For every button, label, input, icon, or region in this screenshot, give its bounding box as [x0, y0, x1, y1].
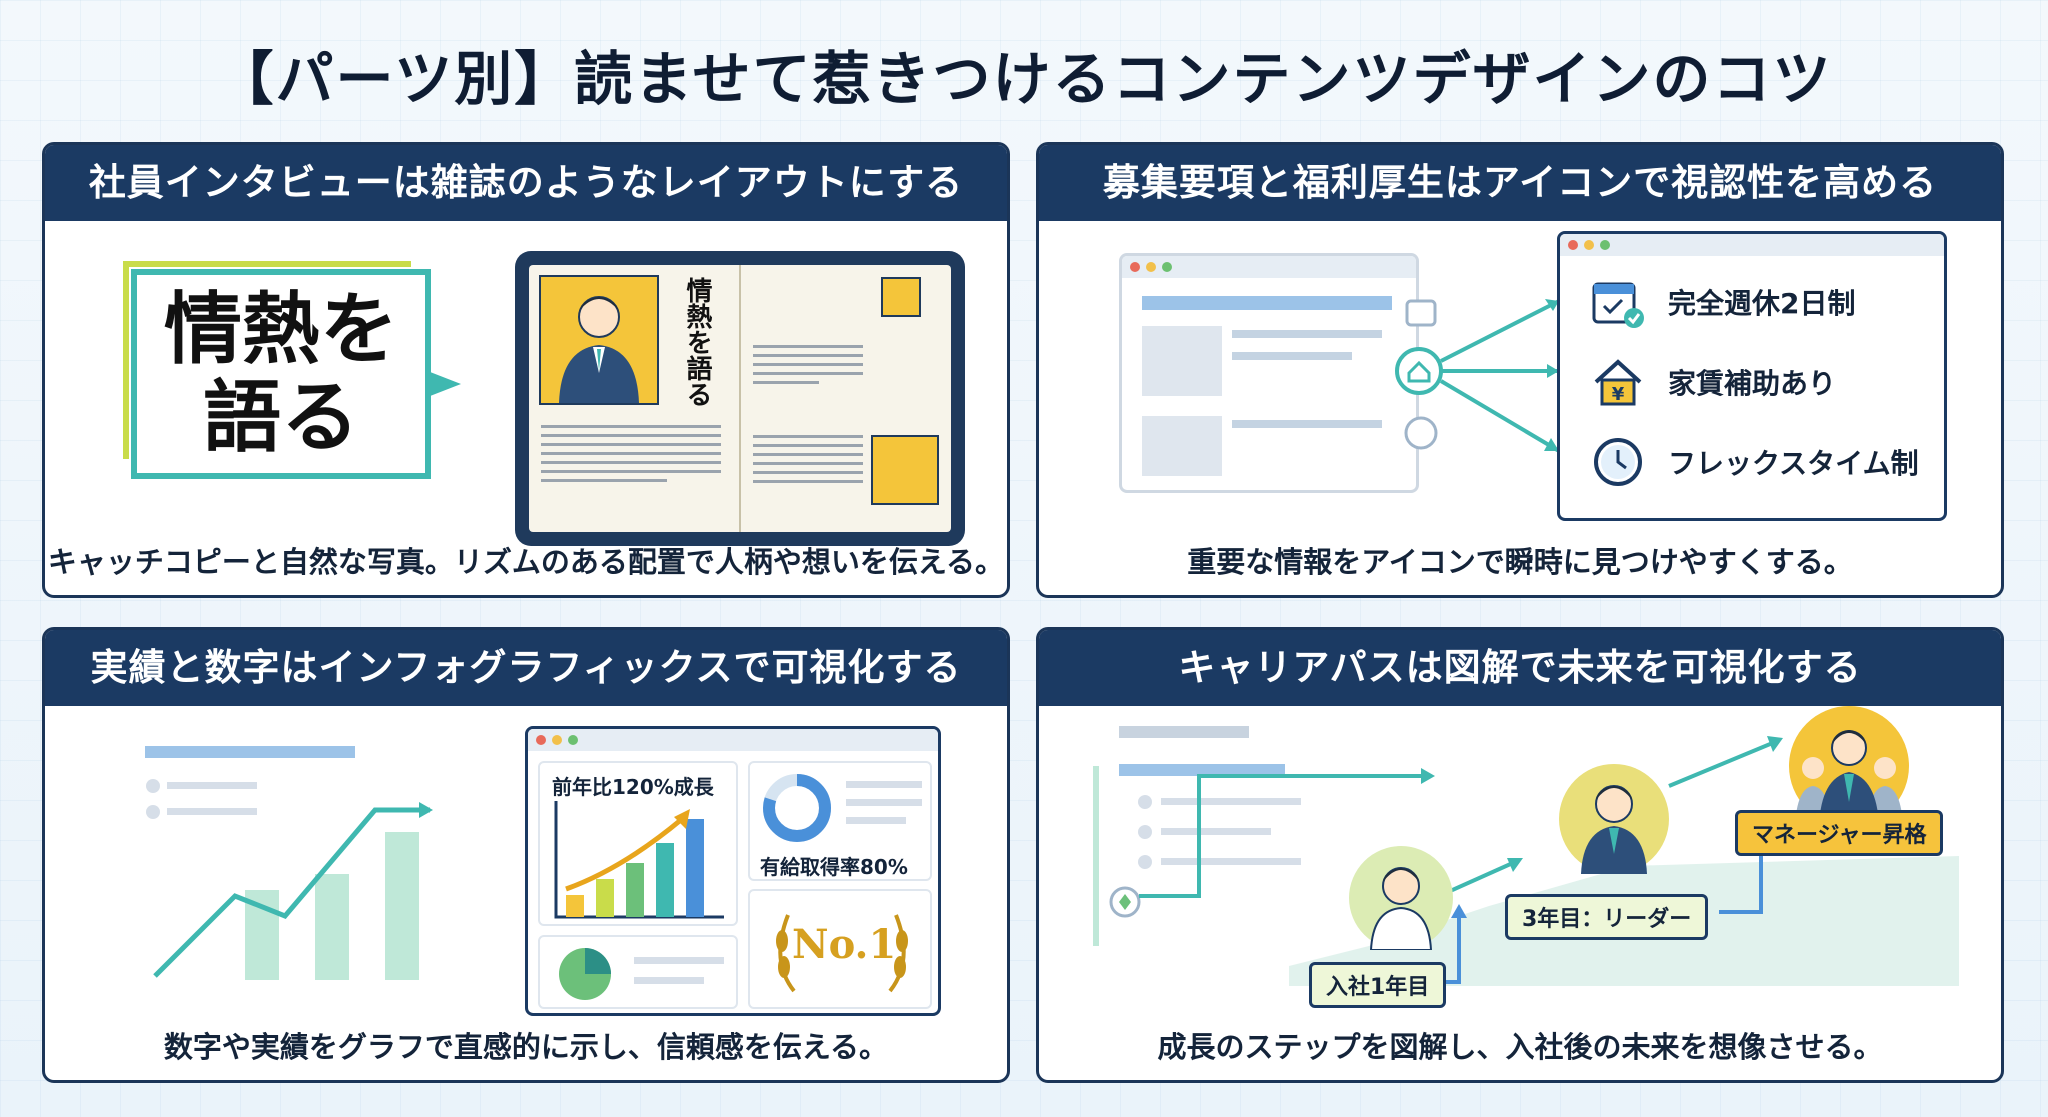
panel-infographics: 実績と数字はインフォグラフィックスで可視化する 前年比120%成長: [42, 627, 1010, 1083]
perk-item: フレックスタイム制: [1590, 434, 1919, 490]
panel-heading: キャリアパスは図解で未来を可視化する: [1039, 630, 2001, 706]
small-photo: [881, 277, 921, 317]
dashboard-window: 前年比120%成長: [525, 726, 941, 1016]
perk-item: 完全週休2日制: [1590, 274, 1855, 330]
article-text-block: [753, 435, 863, 489]
panel-caption: 数字や実績をグラフで直感的に示し、信頼感を伝える。: [163, 1030, 889, 1064]
growth-stat-label: 前年比120%成長: [552, 775, 714, 799]
magazine-right-page: [739, 265, 951, 532]
paid-leave-stat-card: 有給取得率80%: [748, 761, 932, 881]
manager-avatar: [1789, 706, 1909, 826]
person-icon: [1369, 867, 1433, 951]
panel-heading: 社員インタビューは雑誌のようなレイアウトにする: [45, 145, 1007, 221]
panel-caption: 重要な情報をアイコンで瞬時に見つけやすくする。: [1187, 545, 1853, 579]
interview-illustration: 情熱を 語る 情熱を語る: [45, 221, 1007, 546]
panel-heading: 実績と数字はインフォグラフィックスで可視化する: [45, 630, 1007, 706]
benefits-window: 完全週休2日制 ¥ 家賃補助あり フレックスタイム制: [1557, 231, 1947, 521]
growth-stat-card: 前年比120%成長: [538, 761, 738, 926]
leader-avatar: [1559, 764, 1669, 874]
panel-heading: 募集要項と福利厚生はアイコンで視認性を高める: [1039, 145, 2001, 221]
magazine-vertical-title: 情熱を語る: [682, 277, 712, 407]
person-icon: [559, 296, 639, 403]
panel-caption: 成長のステップを図解し、入社後の未来を想像させる。: [1157, 1030, 1883, 1064]
article-text-block: [541, 425, 721, 488]
page-title: 【パーツ別】読ませて惹きつけるコンテンツデザインのコツ: [215, 45, 1833, 113]
panel-benefits: 募集要項と福利厚生はアイコンで視認性を高める: [1036, 142, 2004, 598]
catch-copy-line: 語る: [202, 373, 359, 463]
panel-caption: キャッチコピーと自然な写真。リズムのある配置で人柄や想いを伝える。: [47, 545, 1005, 579]
perk-label: 家賃補助あり: [1668, 367, 1837, 400]
ranking-stat-card: No.1: [748, 889, 932, 1009]
magazine-left-page: 情熱を語る: [529, 265, 739, 532]
career-step-label: 3年目：リーダー: [1505, 894, 1709, 940]
catch-copy-box: 情熱を 語る: [123, 261, 461, 479]
laurel-wreath-icon: [776, 914, 908, 993]
career-step-label: マネージャー昇格: [1735, 810, 1944, 856]
growth-chart-graphic: [145, 746, 433, 980]
catch-copy-line: 情熱を: [163, 285, 398, 375]
benefits-illustration: 完全週休2日制 ¥ 家賃補助あり フレックスタイム制: [1039, 221, 2001, 521]
workplace-photo: [871, 435, 939, 505]
panel-career-path: キャリアパスは図解で未来を可視化する: [1036, 627, 2004, 1083]
career-step-label: 入社1年目: [1309, 962, 1447, 1008]
magazine-spread: 情熱を語る: [529, 265, 951, 532]
house-yen-icon: ¥: [1594, 359, 1642, 406]
infographics-illustration: 前年比120%成長: [45, 706, 1007, 1016]
perk-label: フレックスタイム制: [1668, 447, 1919, 480]
quote-text-block: [753, 345, 863, 390]
clock-icon: [1594, 438, 1642, 486]
donut-chart-graphic: [763, 774, 831, 842]
perk-label: 完全週休2日制: [1668, 287, 1856, 320]
paid-leave-stat-label: 有給取得率80%: [760, 855, 908, 879]
interviewee-photo: [539, 275, 659, 405]
person-icon: [1581, 785, 1647, 874]
perk-item: ¥ 家賃補助あり: [1590, 354, 1836, 410]
bar-chart-graphic: [554, 801, 724, 919]
newcomer-avatar: [1349, 846, 1453, 951]
svg-text:¥: ¥: [1612, 384, 1625, 405]
team-icon: [1795, 730, 1903, 826]
pie-stat-card: [538, 935, 738, 1009]
ranking-label: No.1: [792, 921, 897, 968]
magazine-tablet: 情熱を語る: [515, 251, 965, 546]
calendar-check-icon: [1592, 282, 1644, 328]
pie-chart-graphic: [559, 948, 611, 1000]
connector-arrows: [1395, 299, 1561, 453]
job-page-mockup: [1119, 253, 1419, 493]
panel-interview: 社員インタビューは雑誌のようなレイアウトにする 情熱を 語る: [42, 142, 1010, 598]
career-path-illustration: 入社1年目 3年目：リーダー マネージャー昇格: [1039, 706, 2001, 1008]
